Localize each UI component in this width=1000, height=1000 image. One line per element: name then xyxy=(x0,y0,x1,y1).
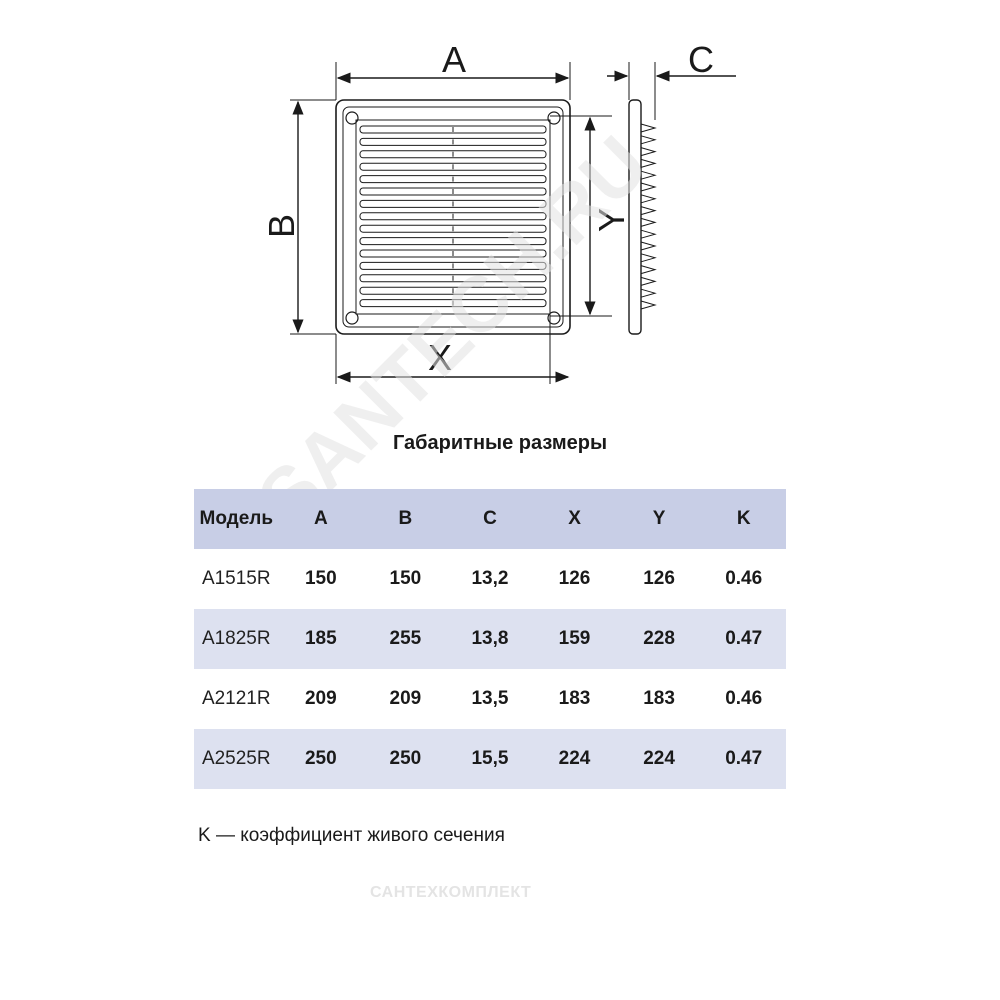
table-header-x: X xyxy=(568,508,581,529)
dimension-x-label: X xyxy=(428,337,452,378)
side-fin xyxy=(640,135,657,145)
cell-c: 15,5 xyxy=(471,748,509,769)
screw-hole-top-left xyxy=(345,111,359,125)
table-header-b: B xyxy=(398,508,413,529)
screw-hole-bottom-right xyxy=(547,311,561,325)
table-header-row: Модель A B C X Y K xyxy=(194,489,786,549)
cell-model: A1515R xyxy=(201,568,271,589)
cell-b: 255 xyxy=(389,628,422,649)
side-fin xyxy=(640,194,657,204)
louver-slat xyxy=(359,261,547,270)
cell-k: 0.47 xyxy=(725,628,763,649)
grille-frame-outer xyxy=(335,99,571,335)
cell-a: 150 xyxy=(304,568,337,589)
side-fin xyxy=(640,288,657,298)
cell-b: 209 xyxy=(389,688,422,709)
screw-hole-bottom-left xyxy=(345,311,359,325)
side-fin xyxy=(640,276,657,286)
side-fin xyxy=(640,147,657,157)
side-fin xyxy=(640,170,657,180)
cell-k: 0.47 xyxy=(725,748,763,769)
watermark-brand: САНТЕХКОМПЛЕКТ xyxy=(370,884,532,901)
dimensions-table: Модель A B C X Y K A1515R 150 150 13,2 1… xyxy=(194,489,786,789)
cell-a: 209 xyxy=(304,688,337,709)
cell-c: 13,2 xyxy=(471,568,509,589)
louver-slat xyxy=(359,150,547,159)
louver-slat xyxy=(359,299,547,308)
table-header-a: A xyxy=(313,508,328,529)
grille-frame-inner xyxy=(342,106,564,328)
louver-slat xyxy=(359,162,547,171)
dimension-c-label: C xyxy=(688,39,714,80)
dimension-y-label: Y xyxy=(591,208,632,232)
cell-k: 0.46 xyxy=(725,568,763,589)
footnote: K — коэффициент живого сечения xyxy=(198,825,505,846)
grille-louver-area xyxy=(355,119,551,315)
cell-y: 224 xyxy=(643,748,675,769)
dimension-b-label: B xyxy=(261,214,302,238)
louver-slat xyxy=(359,286,547,295)
cell-c: 13,8 xyxy=(471,628,509,649)
grille-side-view xyxy=(628,99,642,335)
table-row: A1825R 185 255 13,8 159 228 0.47 xyxy=(194,609,786,669)
side-fin xyxy=(640,253,657,263)
louver-slat xyxy=(359,137,547,146)
cell-x: 183 xyxy=(558,688,591,709)
screw-hole-top-right xyxy=(547,111,561,125)
grille-louvers xyxy=(359,125,547,308)
table-header-k: K xyxy=(736,508,751,529)
section-title: Габаритные размеры xyxy=(392,432,608,454)
side-fin xyxy=(640,241,657,251)
cell-y: 183 xyxy=(643,688,675,709)
side-fin xyxy=(640,158,657,168)
side-fin xyxy=(640,206,657,216)
cell-x: 159 xyxy=(558,628,591,649)
side-fin xyxy=(640,265,657,275)
cell-model: A2525R xyxy=(201,748,271,769)
side-fin xyxy=(640,217,657,227)
louver-slat xyxy=(359,187,547,196)
cell-a: 250 xyxy=(304,748,337,769)
cell-k: 0.46 xyxy=(725,688,763,709)
dimension-a-label: A xyxy=(442,39,466,80)
table-row: A2525R 250 250 15,5 224 224 0.47 xyxy=(194,729,786,789)
louver-slat xyxy=(359,249,547,258)
louver-slat xyxy=(359,224,547,233)
side-fin xyxy=(640,229,657,239)
cell-b: 150 xyxy=(389,568,422,589)
louver-slat xyxy=(359,212,547,221)
cell-x: 224 xyxy=(558,748,591,769)
louver-slat xyxy=(359,125,547,134)
side-fin xyxy=(640,182,657,192)
table-row: A1515R 150 150 13,2 126 126 0.46 xyxy=(194,549,786,609)
cell-y: 228 xyxy=(643,628,675,649)
louver-slat xyxy=(359,274,547,283)
side-fin xyxy=(640,123,657,133)
side-fin xyxy=(640,300,657,310)
cell-c: 13,5 xyxy=(471,688,509,709)
table-header-y: Y xyxy=(652,508,666,529)
cell-a: 185 xyxy=(304,628,337,649)
louver-slat xyxy=(359,175,547,184)
table-row: A2121R 209 209 13,5 183 183 0.46 xyxy=(194,669,786,729)
cell-model: A1825R xyxy=(201,628,271,649)
cell-y: 126 xyxy=(643,568,675,589)
cell-b: 250 xyxy=(389,748,422,769)
grille-side-fins xyxy=(640,123,657,310)
table-header-model: Модель xyxy=(199,508,274,529)
table-header-c: C xyxy=(483,508,497,529)
louver-slat xyxy=(359,199,547,208)
cell-x: 126 xyxy=(558,568,591,589)
cell-model: A2121R xyxy=(201,688,271,709)
grille-drawing: A B X Y C xyxy=(261,39,736,384)
louver-slat xyxy=(359,237,547,246)
